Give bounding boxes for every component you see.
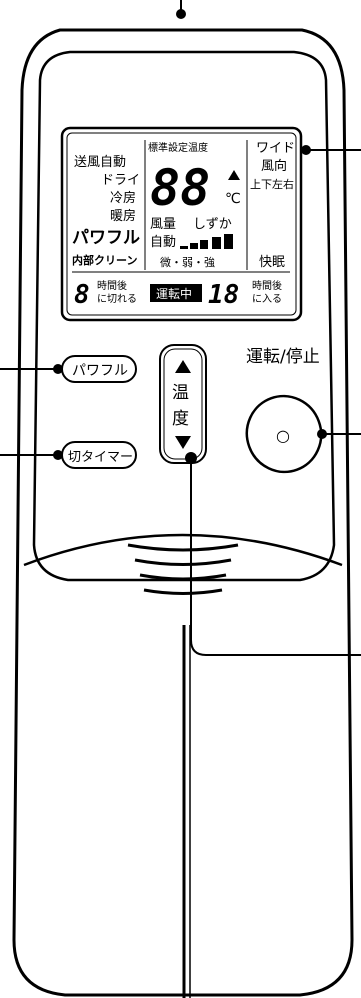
off-timer-button[interactable]: 切タイマー — [61, 441, 137, 469]
lcd-fan-quiet: しずか — [193, 217, 232, 232]
lcd-temp-up-indicator — [228, 170, 240, 180]
lcd-wind-direction: 風向 — [261, 158, 287, 174]
lcd-temp-header: 標準設定温度 — [148, 141, 208, 154]
temperature-pointer — [185, 452, 361, 656]
powerful-button[interactable]: パワフル — [61, 355, 137, 383]
lcd-mode-dry: ドライ — [101, 173, 140, 188]
lcd-off-timer-text-1: 時間後 — [97, 279, 127, 292]
lcd-powerful: パワフル — [72, 228, 140, 248]
remote-body — [12, 28, 354, 997]
lcd-fan-level-bars — [180, 234, 233, 249]
lcd-running: 運転中 — [156, 286, 192, 301]
off-timer-pointer — [0, 450, 63, 460]
powerful-button-label: パワフル — [72, 363, 128, 379]
lcd-mode-fan-auto: 送風自動 — [74, 155, 126, 170]
lcd-mode-heat: 暖房 — [110, 208, 136, 224]
lcd-fan-auto: 自動 — [150, 235, 176, 250]
lcd-internal-clean: 内部クリーン — [72, 253, 137, 267]
lcd-fan-label: 風量 — [150, 217, 176, 232]
off-timer-button-label: 切タイマー — [68, 450, 133, 465]
lcd-on-timer-digits: 18 — [208, 280, 239, 310]
lcd-off-timer-digit: 8 — [74, 280, 90, 310]
signal-slits — [127, 543, 239, 595]
lcd-swing: 上下左右 — [250, 177, 294, 191]
lcd-off-timer-text-2: に切れる — [97, 293, 137, 305]
back-groove — [182, 625, 191, 998]
lcd-mode-cool: 冷房 — [110, 190, 136, 206]
lcd-sleep: 快眠 — [259, 255, 285, 270]
lcd-fan-levels: 微・弱・強 — [160, 255, 215, 269]
triangle-down-icon[interactable] — [175, 436, 191, 449]
temperature-label-2: 度 — [172, 409, 189, 429]
power-pointer — [317, 429, 361, 439]
lcd-pointer — [301, 145, 361, 155]
lcd-temp-value: 88 — [150, 159, 210, 217]
lcd-running-badge — [150, 284, 202, 302]
lcd-wide: ワイド — [256, 141, 295, 156]
triangle-up-icon[interactable] — [175, 360, 191, 373]
temperature-label-1: 温 — [172, 383, 189, 403]
lcd-display: 送風自動 ドライ 冷房 暖房 パワフル 内部クリーン 標準設定温度 88 ℃ 風… — [60, 126, 303, 322]
power-button-mark: ○ — [276, 426, 290, 445]
lcd-on-timer-text-1: 時間後 — [252, 279, 282, 292]
top-pointer — [176, 0, 186, 19]
temperature-button[interactable]: 温 度 — [159, 344, 207, 464]
power-button[interactable]: ○ — [236, 386, 332, 483]
lcd-temp-unit: ℃ — [225, 191, 241, 207]
lcd-on-timer-text-2: に入る — [252, 293, 282, 305]
powerful-pointer — [0, 364, 63, 374]
power-button-label: 運転/停止 — [246, 347, 320, 367]
